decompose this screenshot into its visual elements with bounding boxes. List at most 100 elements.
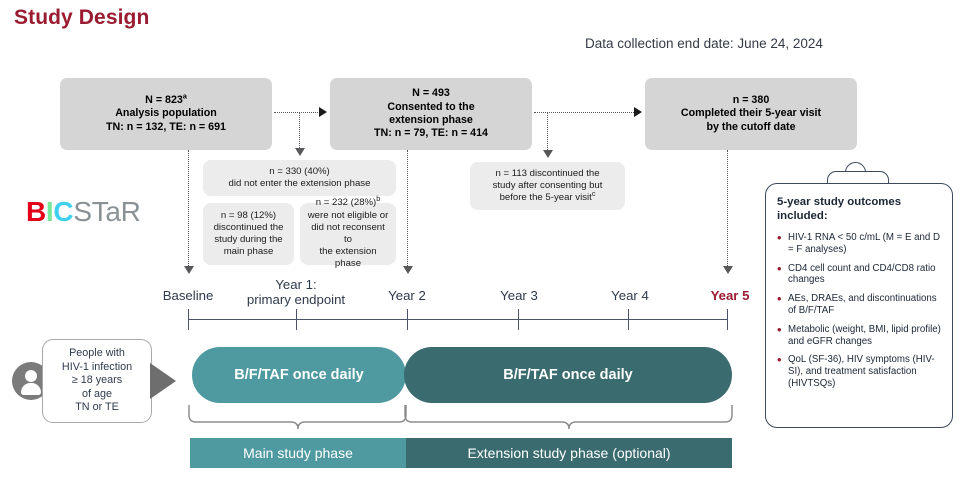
note-330-line2: did not enter the extension phase — [228, 178, 371, 189]
note-113-line1: n = 113 discontinued the — [495, 167, 600, 179]
flow-box-completed-line2: Completed their 5-year visit — [680, 107, 822, 120]
eligibility-line1: People with — [69, 347, 125, 360]
connector-completed-to-year5 — [727, 150, 728, 266]
outcome-item-label: QoL (SF-36), HIV symptoms (HIV-SI), and … — [788, 354, 935, 389]
bicstar-logo: BICSTaR — [26, 196, 141, 228]
connector-drop-to-note-330 — [299, 112, 300, 148]
page-title: Study Design — [14, 6, 150, 29]
flow-box-consented-line3: TN: n = 79, TE: n = 414 — [373, 127, 489, 140]
timeline-label-year3: Year 3 — [500, 288, 538, 303]
outcome-item: • AEs, DRAEs, and discontinuations of B/… — [777, 291, 942, 317]
outcome-item: • Metabolic (weight, BMI, lipid profile)… — [777, 321, 942, 348]
footnote-marker-a: a — [182, 91, 187, 101]
arrow-right-to-completed — [634, 107, 642, 117]
outcome-item-label: Metabolic (weight, BMI, lipid profile) a… — [788, 323, 941, 347]
bullet-dot-icon: • — [777, 291, 782, 307]
connector-consented-to-completed — [534, 112, 634, 113]
logo-letter-c: C — [53, 196, 74, 227]
bullet-dot-icon: • — [777, 230, 782, 245]
person-icon-body — [21, 383, 41, 395]
note-not-eligible-or-no-reconsent: n = 232 (28%)b were not eligible or did … — [300, 195, 396, 269]
note-330-line1: n = 330 (40%) — [269, 165, 330, 177]
timeline-label-year2: Year 2 — [388, 288, 426, 303]
connector-analysis-to-baseline — [188, 150, 189, 266]
treatment-pill-extension-phase: B/F/TAF once daily — [404, 347, 732, 403]
phase-bar-extension-study: Extension study phase (optional) — [406, 438, 732, 468]
outcome-item-label: AEs, DRAEs, and discontinuations of B/F/… — [788, 293, 937, 316]
timeline-tick-year4 — [628, 309, 629, 330]
timeline-label-year1-line2: primary endpoint — [246, 292, 346, 307]
timeline-tick-year5 — [727, 309, 728, 330]
logo-letter-i: I — [45, 196, 54, 227]
flow-box-completed-line1: n = 380 — [732, 93, 770, 106]
note-98-line2: discontinued the — [213, 221, 284, 233]
flow-box-analysis-line1: N = 823a — [145, 91, 187, 106]
eligibility-line4: of age — [81, 387, 113, 400]
timeline-label-year1-line1: Year 1: — [275, 277, 317, 292]
note-98-line1: n = 98 (12%) — [220, 209, 277, 221]
enrollment-arrow-icon — [150, 363, 176, 399]
data-collection-end-date: Data collection end date: June 24, 2024 — [585, 36, 823, 51]
timeline-label-year1: Year 1: primary endpoint — [232, 277, 360, 307]
timeline-tick-baseline — [188, 309, 189, 330]
treatment-pill-main-phase: B/F/TAF once daily — [192, 347, 406, 403]
footnote-marker-c: c — [591, 188, 596, 198]
eligibility-line2: HIV-1 infection — [61, 360, 133, 373]
outcomes-panel-title: 5-year study outcomes included: — [777, 196, 902, 222]
outcomes-panel: 5-year study outcomes included: • HIV-1 … — [765, 183, 953, 428]
bullet-dot-icon: • — [777, 260, 782, 276]
logo-letter-b: B — [26, 196, 46, 227]
flow-box-completed-visit: n = 380 Completed their 5-year visit by … — [645, 78, 857, 150]
bracket-main-phase — [188, 405, 407, 430]
note-232-line3: did not reconsent to — [311, 221, 385, 245]
connector-drop-to-note-113 — [547, 112, 548, 150]
timeline-axis — [188, 319, 728, 320]
outcome-item: • QoL (SF-36), HIV symptoms (HIV-SI), an… — [777, 352, 942, 389]
arrow-down-to-note-113 — [543, 150, 553, 158]
timeline-label-year4: Year 4 — [611, 288, 649, 303]
flow-box-completed-line2b: by the cutoff date — [706, 120, 796, 133]
flow-box-analysis-line2: Analysis population — [115, 107, 217, 120]
arrow-down-year5 — [723, 266, 733, 274]
flow-box-analysis-population: N = 823a Analysis population TN: n = 132… — [60, 78, 272, 150]
eligibility-box: People with HIV-1 infection ≥ 18 years o… — [42, 339, 152, 423]
flow-box-analysis-line3: TN: n = 132, TE: n = 691 — [106, 120, 226, 133]
arrow-down-baseline — [184, 266, 194, 274]
eligibility-line3: ≥ 18 years — [71, 374, 123, 387]
note-232-line2: were not eligible or — [307, 209, 389, 221]
timeline-label-year5: Year 5 — [710, 288, 750, 303]
flow-box-consented-line2b: extension phase — [389, 114, 473, 126]
timeline-label-baseline: Baseline — [162, 288, 214, 303]
timeline-tick-year1 — [296, 309, 297, 330]
outcome-item: • CD4 cell count and CD4/CD8 ratio chang… — [777, 260, 942, 287]
note-98-line3: study during the — [214, 234, 283, 245]
footnote-marker-b: b — [376, 194, 381, 204]
arrow-down-to-note-330 — [295, 148, 305, 156]
note-98-line4: main phase — [223, 246, 274, 258]
connector-analysis-to-consented — [274, 112, 320, 113]
timeline-tick-year2 — [407, 309, 408, 330]
outcome-item-label: CD4 cell count and CD4/CD8 ratio changes — [788, 262, 936, 286]
flow-box-consented-extension: N = 493 Consented to the extension phase… — [330, 78, 532, 150]
note-113-line2: study after consenting but — [492, 179, 603, 191]
note-232-line1: n = 232 (28%)b — [315, 194, 381, 209]
connector-consented-to-year2 — [407, 150, 408, 266]
outcome-item: • HIV-1 RNA < 50 c/mL (M = E and D = F a… — [777, 230, 942, 256]
bullet-dot-icon: • — [777, 352, 782, 368]
arrow-down-year2 — [403, 266, 413, 274]
bullet-dot-icon: • — [777, 321, 782, 337]
note-113-line3: before the 5-year visitc — [499, 188, 596, 204]
arrow-right-to-consented — [319, 107, 327, 117]
person-icon-head — [25, 370, 37, 382]
phase-bar-main-study: Main study phase — [190, 438, 406, 468]
note-discontinued-after-consent: n = 113 discontinued the study after con… — [470, 162, 625, 210]
bracket-extension-phase — [404, 405, 733, 430]
flow-box-consented-line2: Consented to the — [387, 100, 475, 113]
note-discontinued-main-phase: n = 98 (12%) discontinued the study duri… — [203, 203, 294, 265]
note-232-line4: the extension phase — [319, 246, 377, 270]
eligibility-line5: TN or TE — [75, 401, 119, 414]
flow-box-consented-line1: N = 493 — [412, 87, 450, 100]
outcome-item-label: HIV-1 RNA < 50 c/mL (M = E and D = F ana… — [788, 232, 941, 255]
logo-text-star: STaR — [73, 196, 141, 227]
